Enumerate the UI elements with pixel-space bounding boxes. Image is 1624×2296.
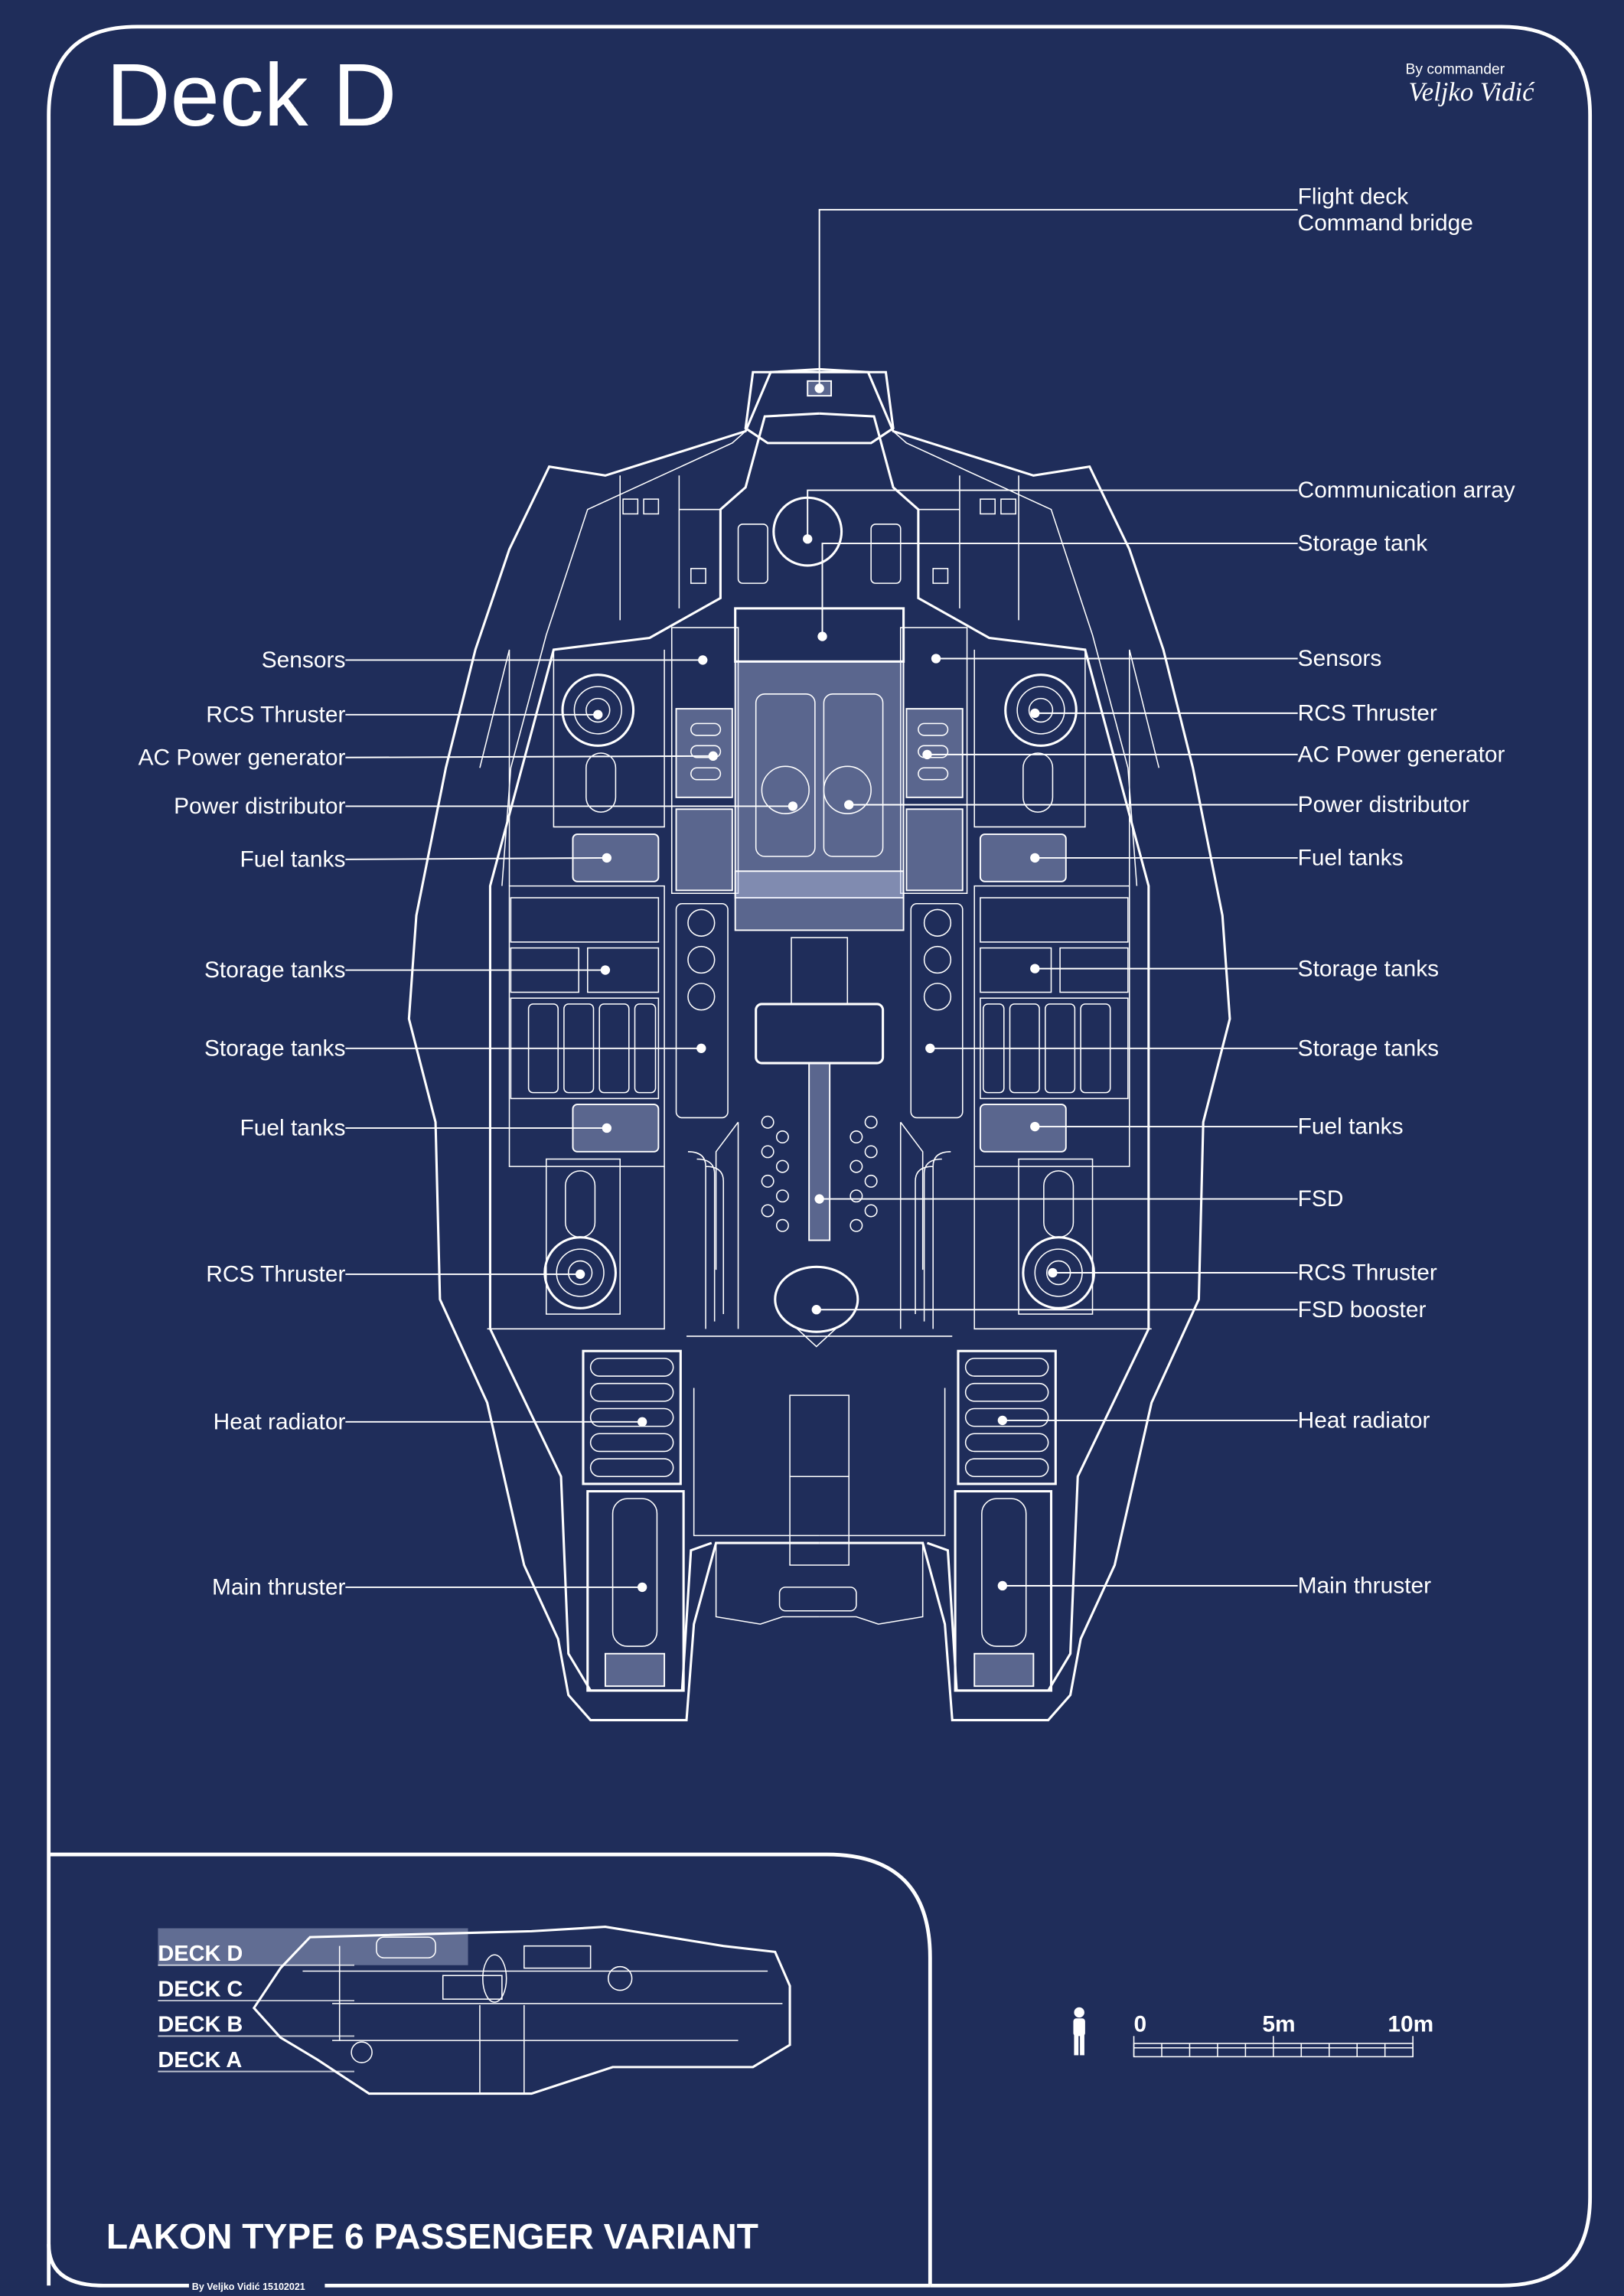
ship-left-half [407,367,820,1722]
callout-dot [600,965,611,975]
deck-option[interactable]: DECK C [158,1977,243,2001]
callout-dot [1030,708,1040,719]
callout-label-right: Sensors [1298,646,1382,671]
rcs-thruster-front [561,673,635,747]
callout-label-right: Storage tanks [1298,1035,1439,1061]
callout-dot [602,1123,612,1133]
callout-dot [637,1582,647,1593]
callout-label-right: RCS Thruster [1298,701,1437,726]
callout-label-right: Storage tank [1298,531,1428,556]
ship-centre [734,370,905,1612]
callout-dot [1030,964,1040,974]
callout-dot [696,1043,706,1053]
callout-dot [602,853,612,863]
callout-dot [698,655,708,665]
callout-label-right: FSD [1298,1186,1344,1212]
callout-dot [997,1580,1008,1591]
callout-label-left: RCS Thruster [206,1262,345,1287]
scale-label-10m: 10m [1388,2012,1433,2037]
callout-label-left: Power distributor [174,794,345,819]
ship-top-view [407,367,1231,1722]
byline: By commander [1405,62,1505,78]
callout-dot [575,1269,585,1280]
deck-selector: DECK D DECK C DECK B DECK A [158,1926,791,2095]
ship-name: LAKON TYPE 6 PASSENGER VARIANT [106,2216,758,2256]
callout-dot [593,709,603,719]
callout-label-left: Fuel tanks [240,847,346,872]
callout-dot [817,631,827,641]
callout-dot [925,1043,935,1053]
deck-option[interactable]: DECK D [158,1942,243,1966]
callout-label-right: Fuel tanks [1298,1114,1404,1140]
leader-line [345,755,713,758]
callout-label-left: Storage tanks [204,1035,345,1061]
fsd [755,1003,885,1065]
page-title: Deck D [106,45,396,145]
callout-label-right: Fuel tanks [1298,846,1404,871]
callout-dot [814,383,824,393]
callout-dot [814,1194,824,1204]
callout-label-right: Communication array [1298,478,1515,503]
callout-label-left: Main thruster [212,1575,345,1600]
callout-label-right: Main thruster [1298,1574,1431,1599]
callout-label-right: Flight deck [1298,184,1409,209]
callout-label-right: Command bridge [1298,210,1473,236]
scale-bar: 0 5m 10m [1073,2007,1433,2058]
deck-option[interactable]: DECK A [158,2048,242,2073]
leader-line [807,489,1298,540]
leader-line [818,209,1298,389]
callout-label-left: Fuel tanks [240,1116,346,1141]
leader-line [821,543,1298,637]
callout-label-right: FSD booster [1298,1297,1427,1322]
callout-dot [922,749,932,760]
inset-panel-border [48,1852,932,2286]
callout-dot [1030,853,1040,863]
credit: By Veljko Vidić 15102021 [192,2281,305,2292]
callout-label-left: Sensors [262,647,346,673]
scale-label-5m: 5m [1262,2012,1295,2037]
author-signature: Veljko Vidić [1408,77,1535,106]
callout-label-right: Power distributor [1298,792,1469,817]
callout-dot [811,1305,821,1315]
fsd-booster [774,1265,859,1333]
scale-label-0: 0 [1134,2012,1147,2037]
side-view-ship [252,1926,791,2095]
deck-option[interactable]: DECK B [158,2013,243,2037]
callout-label-left: Heat radiator [214,1409,346,1434]
inner-hull [488,412,820,1692]
outer-hull [407,367,820,1722]
footer-line [47,2244,931,2288]
callout-label-right: Storage tanks [1298,956,1439,981]
callout-label-right: AC Power generator [1298,742,1505,768]
human-scale-figure-icon [1073,2007,1085,2056]
callout-label-right: RCS Thruster [1298,1261,1437,1286]
leader-line [345,856,607,860]
callout-label-left: AC Power generator [139,745,346,770]
callout-dot [931,654,941,664]
callout-label-left: Storage tanks [204,957,345,983]
callout-label-left: RCS Thruster [206,702,345,727]
callout-dot [997,1415,1008,1426]
callout-dot [844,800,854,810]
callout-dot [708,751,718,761]
callout-dot [788,801,798,811]
callout-dot [1048,1267,1058,1278]
main-thruster [586,1489,685,1692]
frame-border [47,24,1593,2288]
callout-dot [1030,1121,1040,1132]
callout-dot [803,534,813,544]
callout-dot [637,1417,647,1427]
callout-label-right: Heat radiator [1298,1408,1430,1433]
heat-radiator [582,1349,682,1486]
